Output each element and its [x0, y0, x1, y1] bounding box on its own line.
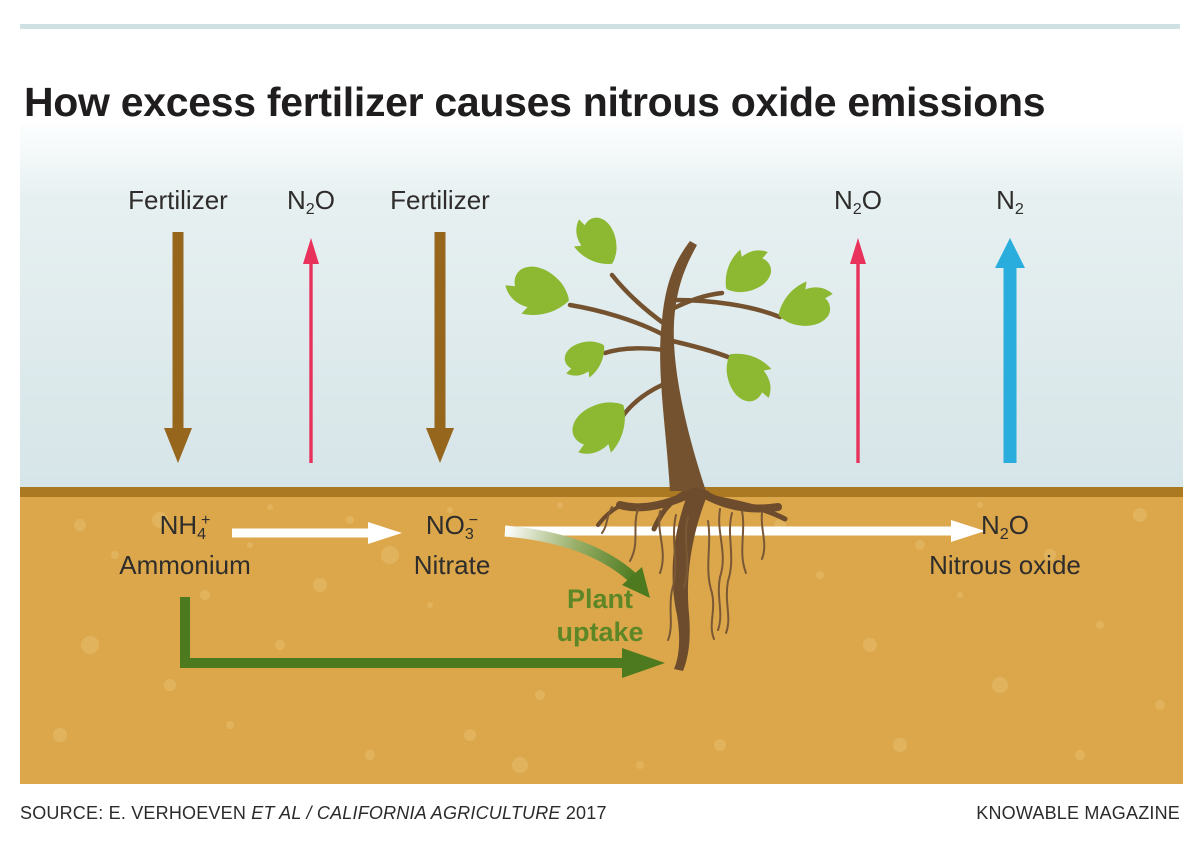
- label-nitrous-oxide-formula: N2O: [981, 510, 1029, 543]
- page-title: How excess fertilizer causes nitrous oxi…: [24, 79, 1046, 126]
- n2o-up-arrow-left: [303, 238, 319, 463]
- formula-sub: 2: [305, 199, 315, 218]
- nitrate-to-n2o-arrow: [505, 520, 985, 542]
- plant-uptake-elbow-arrow: [180, 597, 665, 678]
- fertilizer-emissions-diagram: Fertilizer N2O Fertilizer N2O N2 NH4+ Am…: [20, 125, 1183, 784]
- formula-sub: 2: [852, 199, 862, 218]
- formula-sup: −: [468, 511, 479, 530]
- plant-trunk: [660, 241, 706, 491]
- label-plant-uptake: Plant uptake: [556, 584, 644, 647]
- formula-sub: 4: [197, 524, 207, 543]
- fertilizer-down-arrow-left: [164, 232, 192, 463]
- plant: [498, 207, 840, 491]
- top-rule: [20, 24, 1180, 29]
- soil: [20, 487, 1183, 784]
- label-nitrate-formula: NO3−: [425, 510, 479, 543]
- label-fertilizer-mid: Fertilizer: [390, 185, 490, 215]
- label-ammonium-formula: NH4+: [159, 510, 211, 543]
- publisher-credit: KNOWABLE MAGAZINE: [976, 803, 1180, 823]
- n2o-up-arrow-right: [850, 238, 866, 463]
- diagram-graphic: [20, 125, 1183, 784]
- label-n2o-sky-left: N2O: [287, 185, 335, 218]
- label-ammonium-name: Ammonium: [119, 550, 251, 580]
- label-fertilizer-left: Fertilizer: [128, 185, 228, 215]
- label-n2: N2: [996, 185, 1024, 218]
- plant-uptake-curved-arrow: [504, 525, 650, 598]
- formula-sub: 2: [1014, 199, 1024, 218]
- ammonium-to-nitrate-arrow: [232, 522, 402, 544]
- label-nitrate-name: Nitrate: [413, 550, 491, 580]
- n2-up-arrow: [995, 238, 1025, 463]
- fertilizer-down-arrow-mid: [426, 232, 454, 463]
- source-credit: SOURCE: E. VERHOEVEN ET AL / CALIFORNIA …: [20, 803, 607, 823]
- label-nitrous-oxide-name: Nitrous oxide: [929, 550, 1081, 580]
- soil-speckles: [53, 500, 1165, 773]
- formula-sub: 3: [464, 524, 474, 543]
- plant-roots: [596, 487, 788, 671]
- label-n2o-sky-right: N2O: [834, 185, 882, 218]
- formula-sub: 2: [999, 524, 1009, 543]
- formula-sup: +: [200, 511, 211, 530]
